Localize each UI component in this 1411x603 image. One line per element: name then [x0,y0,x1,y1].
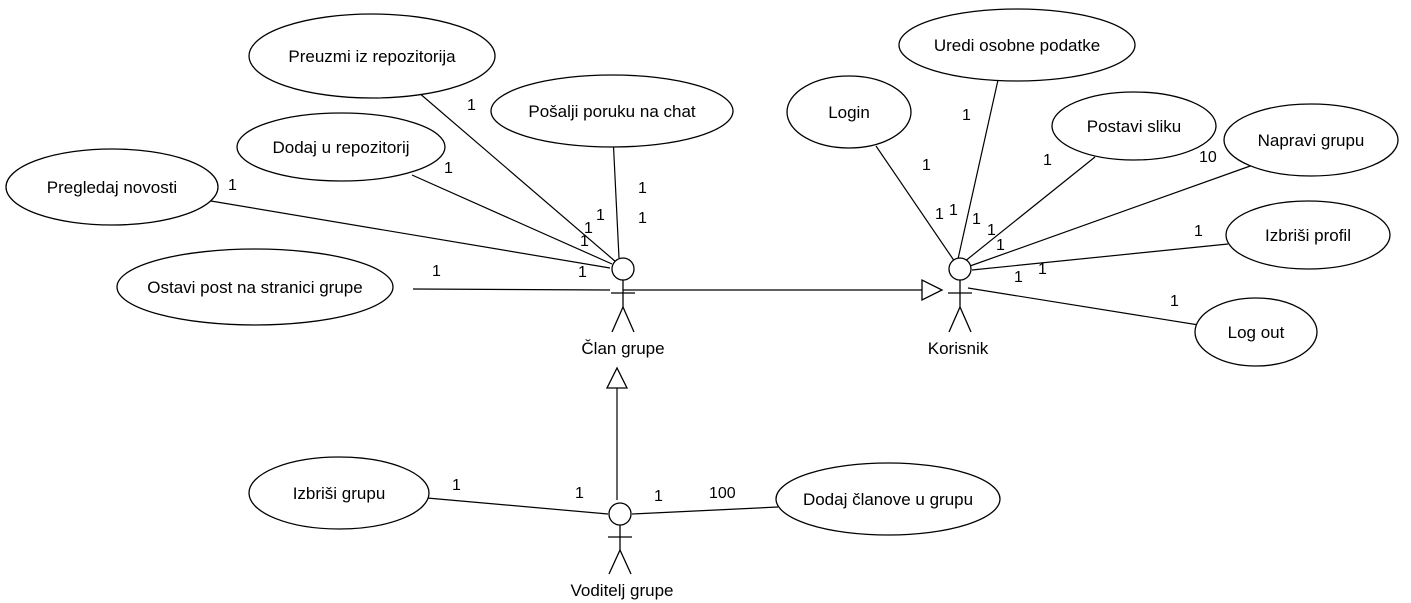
actor-voditelj-grupe: Voditelj grupe [570,502,674,600]
multiplicity-label: 10 [1199,149,1217,166]
use-case-izbrisi-profil: Izbriši profil [1225,200,1391,270]
multiplicity-label: 1 [444,160,453,177]
assoc-preuzmi [417,91,617,263]
assoc-izbrisi-grupu [426,497,609,515]
assoc-posalji [612,135,620,259]
multiplicity-label: 1 [638,180,647,197]
use-case-label: Pregledaj novosti [47,178,177,197]
actor-head [608,502,632,526]
assoc-ostavi [412,288,611,291]
assoc-uredi [957,70,1001,260]
use-case-logout: Log out [1194,297,1318,367]
assoc-login [875,145,956,263]
multiplicity-label: 1 [580,233,589,250]
assoc-postavi [963,156,1096,263]
actor-label: Član grupe [581,339,664,358]
use-case-label: Postavi sliku [1087,117,1181,136]
use-case-pregledaj: Pregledaj novosti [5,148,219,226]
multiplicity-label: 1 [596,207,605,224]
multiplicity-label: 1 [1043,152,1052,169]
actor-label: Voditelj grupe [570,581,673,600]
use-case-uredi: Uredi osobne podatke [898,8,1136,82]
use-case-label: Dodaj članove u grupu [803,490,973,509]
use-case-label: Izbriši grupu [293,484,386,503]
use-case-izbrisi-grupu: Izbriši grupu [248,456,430,530]
use-case-dodaj-clanove: Dodaj članove u grupu [775,462,1001,536]
multiplicity-label: 1 [996,237,1005,254]
actor-head [948,257,972,281]
multiplicity-label: 1 [584,220,593,237]
actor-korisnik: Korisnik [928,257,989,358]
multiplicity-label: 1 [228,177,237,194]
multiplicity-label: 1 [1170,293,1179,310]
use-case-label: Napravi grupu [1258,131,1365,150]
use-case-label: Izbriši profil [1265,226,1351,245]
use-case-napravi: Napravi grupu [1223,103,1399,177]
multiplicity-label: 1 [654,488,663,505]
use-case-postavi: Postavi sliku [1051,91,1217,161]
multiplicity-label: 1 [972,211,981,228]
multiplicity-label: 1 [962,107,971,124]
assoc-napravi [969,164,1254,267]
assoc-dodaj-clanove [631,506,779,515]
actor-label: Korisnik [928,339,989,358]
assoc-dodaj-repo [411,174,613,265]
use-case-posalji: Pošalji poruku na chat [490,74,734,148]
use-case-label: Login [828,103,870,122]
use-case-label: Ostavi post na stranici grupe [147,278,362,297]
multiplicity-label: 1 [987,222,996,239]
assoc-logout [967,287,1206,327]
assoc-pregledaj [204,199,611,269]
multiplicity-label: 1 [578,264,587,281]
actor-clan-grupe: Član grupe [581,257,665,358]
multiplicity-label: 1 [432,263,441,280]
use-case-ostavi: Ostavi post na stranici grupe [116,248,394,326]
use-case-label: Preuzmi iz repozitorija [288,47,456,66]
multiplicity-label: 1 [1014,269,1023,286]
actor-head [611,257,635,281]
use-case-login: Login [786,75,912,149]
multiplicity-label: 1 [575,485,584,502]
multiplicity-label: 1 [1194,223,1203,240]
multiplicity-label: 1 [638,210,647,227]
generalization-arrowhead-vertical [605,366,629,389]
use-case-label: Pošalji poruku na chat [528,102,696,121]
use-case-label: Dodaj u repozitorij [272,138,409,157]
use-case-label: Log out [1228,323,1285,342]
multiplicity-label: 1 [467,97,476,114]
use-case-label: Uredi osobne podatke [934,36,1100,55]
use-case-preuzmi: Preuzmi iz repozitorija [248,13,496,99]
generalization-arrowhead [921,278,944,302]
multiplicity-label: 1 [949,202,958,219]
assoc-izbrisi-profil [971,243,1229,271]
multiplicity-label: 1 [452,477,461,494]
multiplicity-label: 1 [922,157,931,174]
multiplicity-label: 100 [709,485,736,502]
multiplicity-label: 1 [1038,261,1047,278]
use-case-dodaj-repo: Dodaj u repozitorij [236,112,446,182]
multiplicity-label: 1 [935,206,944,223]
